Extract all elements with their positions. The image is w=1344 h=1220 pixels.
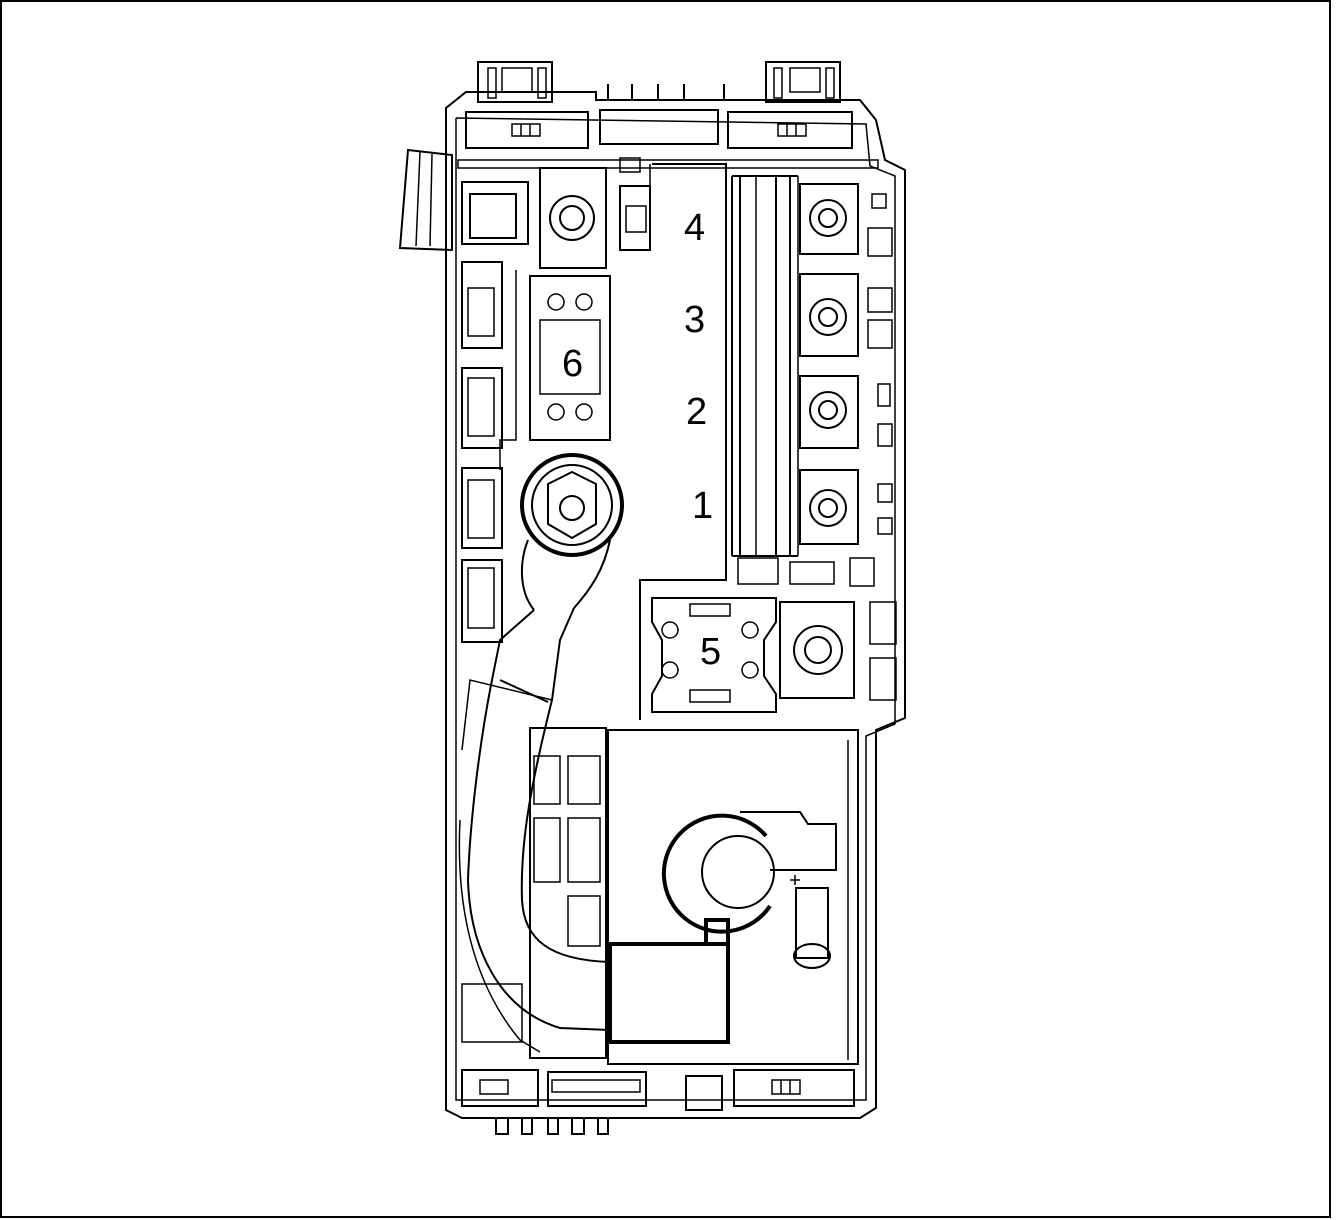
- callout-4: 4: [684, 207, 705, 249]
- callout-5: 5: [700, 631, 721, 673]
- bottom-connector-row: [461, 1069, 855, 1135]
- left-socket-column: [461, 181, 529, 643]
- fuse-strip: [619, 157, 727, 720]
- battery-cable: [458, 453, 624, 1053]
- callout-1: 1: [692, 485, 713, 527]
- left-side-tab: [398, 148, 453, 252]
- relay-rails: [731, 175, 799, 557]
- callout-3: 3: [684, 299, 705, 341]
- top-connector-tabs: [477, 61, 841, 103]
- battery-post: [608, 811, 837, 1044]
- fuse-block-5: [651, 557, 897, 713]
- right-terminal-studs: [799, 183, 893, 545]
- fuse-block-6: [499, 167, 611, 470]
- housing-outline: [445, 91, 906, 1119]
- lower-section: [461, 727, 859, 1065]
- top-terminal-row: [465, 109, 853, 149]
- callouts: 4 3 2 1 6 5: [562, 207, 721, 673]
- callout-2: 2: [686, 391, 707, 433]
- callout-6: 6: [562, 343, 583, 385]
